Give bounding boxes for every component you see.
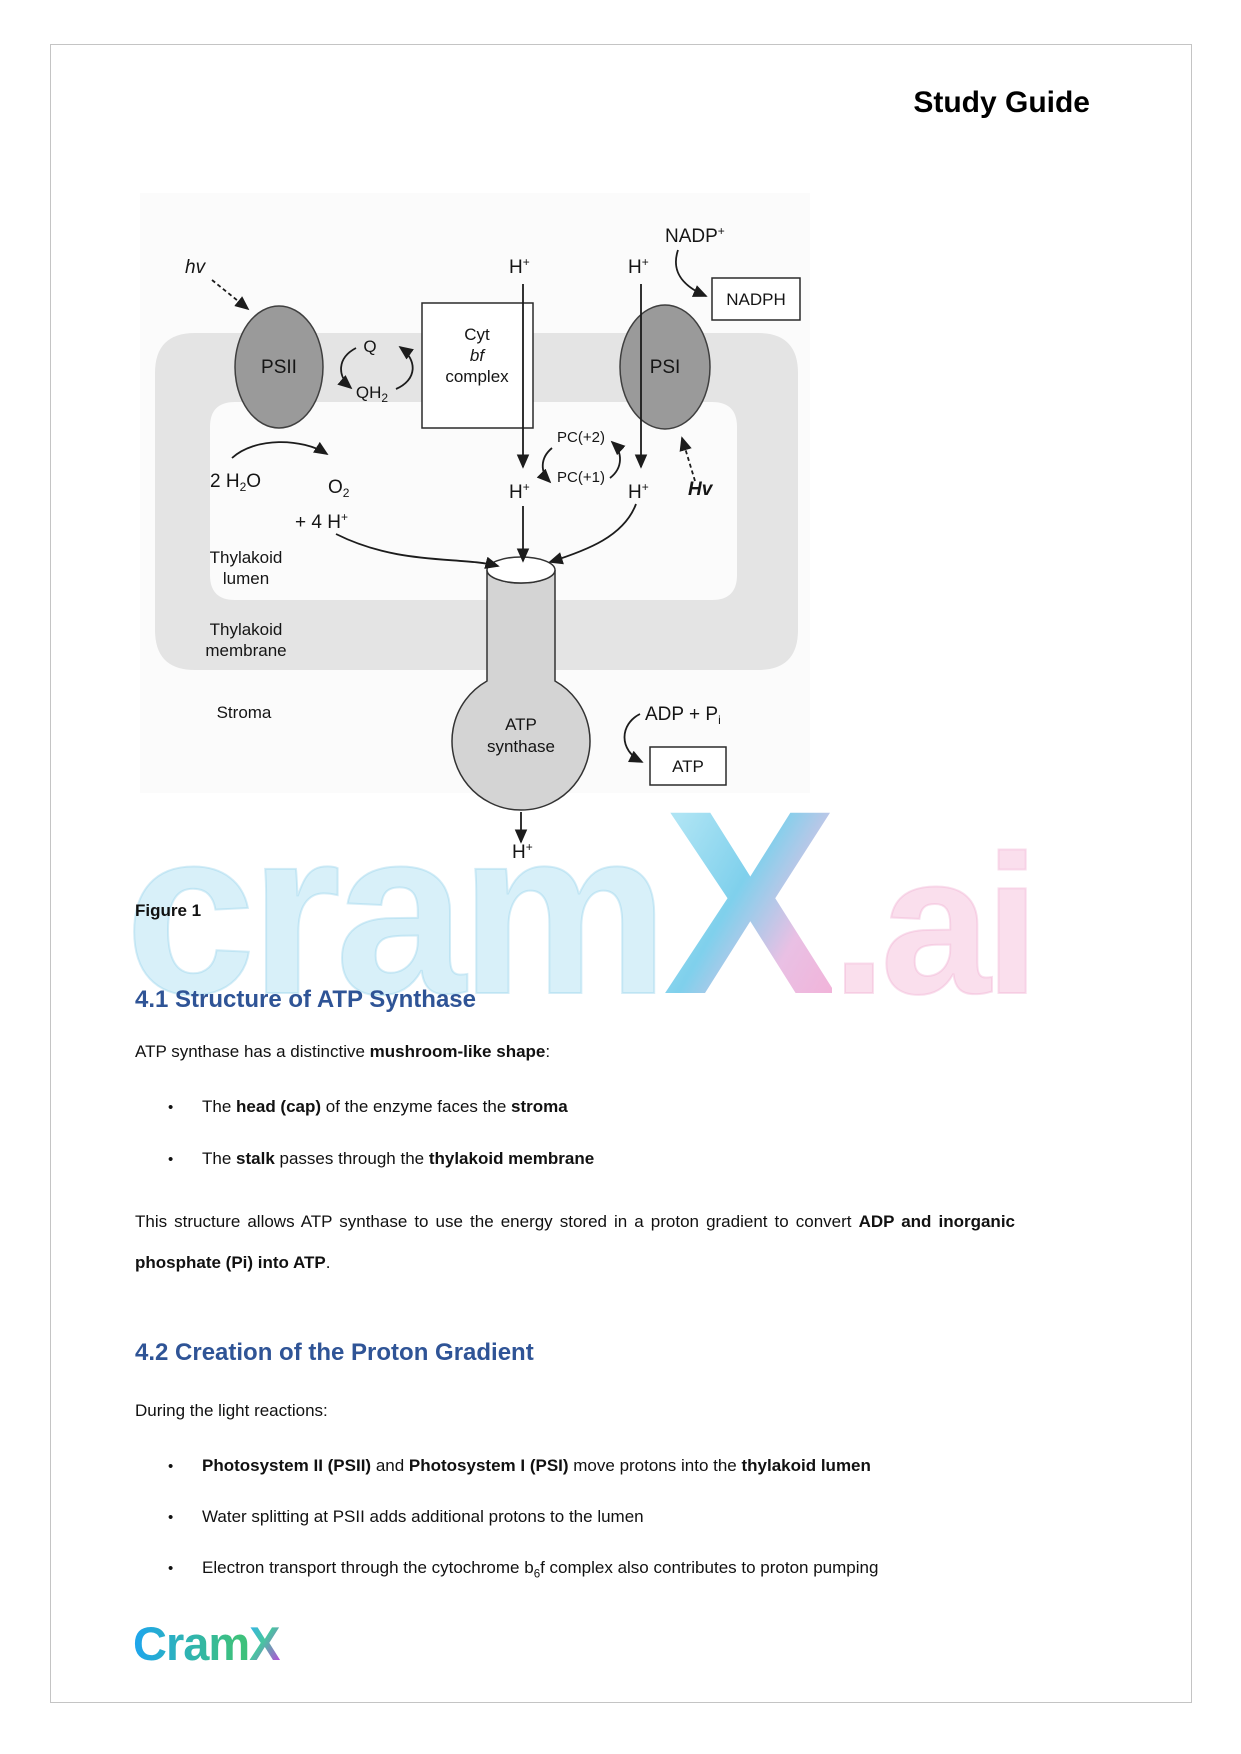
nadp-to-nadph-arrow xyxy=(674,249,708,297)
atp-label: ATP xyxy=(672,757,704,776)
bullet-item: • The stalk passes through the thylakoid … xyxy=(168,1149,594,1169)
thylakoid-membrane-label-2: membrane xyxy=(205,641,286,660)
bullet-text: Water splitting at PSII adds additional … xyxy=(202,1507,644,1526)
proton-curve-right-to-synthase xyxy=(548,503,637,565)
bullet-text: The head (cap) of the enzyme faces the s… xyxy=(202,1097,568,1116)
bullet-marker: • xyxy=(168,1509,174,1526)
nadph-box xyxy=(711,277,801,321)
water-splitting-arrow xyxy=(231,441,329,459)
bullet-marker: • xyxy=(168,1151,174,1168)
nadp-label: NADP+ xyxy=(665,224,725,247)
psii-label: PSII xyxy=(261,357,297,378)
hv-label: hv xyxy=(185,257,207,278)
pc-cycle-left-arrow xyxy=(536,447,553,484)
psi-label: PSI xyxy=(650,357,681,378)
section-4-1-intro: ATP synthase has a distinctive mushroom-… xyxy=(135,1042,551,1061)
adp-to-atp-arrow xyxy=(623,713,644,763)
adp-pi-label: ADP + Pi xyxy=(645,704,721,727)
h-plus-label-center-mid: H+ xyxy=(509,480,530,503)
section-4-2-heading: 4.2 Creation of the Proton Gradient xyxy=(135,1339,534,1366)
h-plus-label-right-mid: H+ xyxy=(628,480,649,503)
nadph-label: NADPH xyxy=(726,290,786,309)
section-4-2-intro: During the light reactions: xyxy=(135,1401,328,1420)
water-label: 2 H2O xyxy=(210,471,261,494)
bullet-marker: • xyxy=(168,1560,174,1577)
cytbf-box xyxy=(421,302,534,429)
pc2-label: PC(+2) xyxy=(557,429,605,446)
page-title: Study Guide xyxy=(913,86,1090,119)
qh2-label: QH2 xyxy=(356,383,389,405)
bullet-item: • Water splitting at PSII adds additional… xyxy=(168,1507,644,1527)
figure-caption: Figure 1 xyxy=(135,901,202,920)
light-arrow-psi xyxy=(679,436,696,482)
bullet-text: Electron transport through the cytochrom… xyxy=(202,1558,879,1581)
cyt-label-2: bf xyxy=(470,346,486,365)
cramx-logo-cram: Cram xyxy=(133,1617,250,1670)
cramx-logo: CramX xyxy=(133,1616,281,1671)
psii-ellipse xyxy=(234,305,324,429)
plus-4h-label: + 4 H+ xyxy=(295,510,348,533)
light-arrow-psii xyxy=(211,279,250,311)
bullet-text: Photosystem II (PSII) and Photosystem I … xyxy=(202,1456,871,1475)
cyt-label-3: complex xyxy=(445,367,509,386)
bullet-marker: • xyxy=(168,1458,174,1475)
section-4-1-heading: 4.1 Structure of ATP Synthase xyxy=(135,986,476,1013)
psi-ellipse xyxy=(619,304,711,430)
proton-curve-left-to-synthase xyxy=(335,533,500,569)
atp-synthase-label-1: ATP xyxy=(505,715,537,734)
atp-synthase-label-2: synthase xyxy=(487,737,555,756)
pc1-label: PC(+1) xyxy=(557,469,605,486)
figure-1-diagram: hv PSII Q QH2 Cyt bf complex H+ H+ NADP+… xyxy=(140,193,810,863)
o2-label: O2 xyxy=(328,477,350,500)
cramx-logo-x: X xyxy=(249,1617,280,1670)
thylakoid-membrane-label-1: Thylakoid xyxy=(210,620,283,639)
cyt-label-1: Cyt xyxy=(464,325,490,344)
bullet-item: • Electron transport through the cytochro… xyxy=(168,1558,878,1580)
pc-cycle-right-arrow xyxy=(609,440,626,479)
h-plus-label-bottom: H+ xyxy=(512,840,533,863)
q-cycle-right-arrow xyxy=(395,345,414,390)
q-label: Q xyxy=(363,337,376,356)
section-4-1-outro: This structure allows ATP synthase to us… xyxy=(135,1212,1015,1272)
q-cycle-left-arrow xyxy=(337,347,357,390)
thylakoid-lumen-label-1: Thylakoid xyxy=(210,548,283,567)
atp-synthase-opening xyxy=(486,556,556,584)
hv-label-2: Hv xyxy=(688,479,714,500)
h-plus-label-right-top: H+ xyxy=(628,255,649,278)
thylakoid-lumen-label-2: lumen xyxy=(223,569,269,588)
h-plus-label-center-top: H+ xyxy=(509,255,530,278)
bullet-item: • The head (cap) of the enzyme faces the … xyxy=(168,1097,568,1117)
bullet-marker: • xyxy=(168,1099,174,1116)
stroma-label: Stroma xyxy=(217,703,272,722)
bullet-text: The stalk passes through the thylakoid m… xyxy=(202,1149,595,1168)
bullet-item: • Photosystem II (PSII) and Photosystem I… xyxy=(168,1456,871,1476)
page-border xyxy=(50,44,1192,1703)
atp-box xyxy=(649,746,727,786)
